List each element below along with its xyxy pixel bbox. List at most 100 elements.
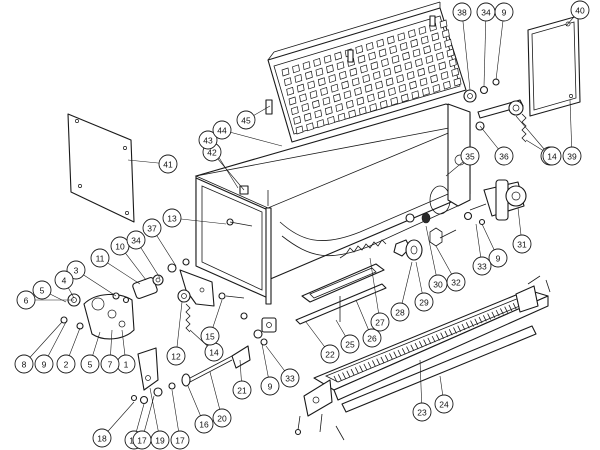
grille-hole — [415, 58, 423, 68]
comb-tooth — [504, 306, 509, 313]
callout-balloon: 33 — [472, 256, 492, 276]
comb-tooth — [461, 323, 466, 331]
callout-balloon: 16 — [194, 414, 214, 434]
callout-circle — [280, 368, 300, 388]
callout-balloon: 32 — [446, 272, 466, 292]
callout-circle — [512, 234, 532, 254]
grille-hole — [288, 96, 297, 106]
comb-tooth — [359, 365, 363, 372]
callout-number: 12 — [171, 352, 181, 362]
grille-hole — [323, 54, 332, 64]
grille-hole — [368, 51, 376, 61]
grille-hole — [448, 58, 457, 68]
callout-circle — [142, 218, 162, 238]
callout-balloon: 9 — [34, 354, 54, 374]
callout-number: 27 — [375, 318, 385, 328]
callout-number: 30 — [433, 280, 443, 290]
comb-tooth — [410, 344, 415, 351]
comb-tooth — [500, 308, 504, 315]
callout-circle — [92, 428, 112, 448]
grille-hole — [385, 77, 394, 87]
grille-hole — [411, 90, 420, 100]
grille-hole — [440, 71, 449, 80]
grille-hole — [348, 109, 357, 119]
callout-circle — [200, 326, 220, 346]
comb-tooth — [482, 315, 487, 322]
callout-circle — [194, 414, 214, 434]
callout-circle — [54, 270, 74, 290]
grille-hole — [412, 48, 421, 58]
callout-circle — [434, 394, 454, 414]
comb-tooth — [431, 335, 436, 343]
grille-hole — [446, 48, 455, 58]
callout-balloon: 17 — [170, 430, 190, 450]
comb-assembly — [294, 275, 551, 441]
grille-hole — [293, 115, 302, 125]
grille-hole — [362, 74, 371, 84]
callout-balloon: 14 — [204, 342, 224, 362]
grille-hole — [320, 86, 328, 96]
callout-number: 25 — [345, 340, 355, 350]
callout-balloon: 6 — [16, 290, 36, 310]
grille-hole — [420, 35, 429, 45]
grille-hole — [296, 83, 305, 93]
grille-hole — [436, 51, 444, 61]
callout-number: 14 — [547, 152, 557, 162]
callout-circle — [494, 146, 514, 166]
grille-hole — [338, 70, 347, 80]
grille-hole — [326, 64, 334, 74]
grille-perforations — [281, 19, 462, 135]
right-shaft-hardware — [463, 78, 527, 143]
grille-hole — [351, 77, 360, 87]
leader-line — [425, 225, 439, 285]
callout-circle — [362, 328, 382, 348]
callout-number: 1 — [124, 360, 129, 370]
comb-tooth — [465, 322, 470, 329]
callout-number: 36 — [499, 152, 509, 162]
grille-hole — [283, 77, 292, 87]
grille-hole — [441, 29, 450, 39]
callout-number: 37 — [147, 224, 157, 234]
callout-balloon: 13 — [162, 208, 182, 228]
callout-number: 23 — [417, 408, 427, 418]
leader-line — [495, 11, 505, 81]
grille-hole — [313, 57, 321, 67]
callout-number: 44 — [217, 126, 227, 136]
grille-hole — [336, 61, 345, 71]
grille-hole — [354, 87, 362, 96]
grille-hole — [383, 67, 392, 77]
callout-balloon: 17 — [132, 430, 152, 450]
callout-circle — [150, 430, 170, 450]
grille-hole — [317, 77, 326, 87]
callout-number: 15 — [205, 332, 215, 342]
comb-tooth — [376, 358, 381, 365]
grille-hole — [381, 58, 389, 67]
grille-hole — [322, 96, 331, 106]
leader-line — [221, 129, 283, 147]
grille-hole — [302, 61, 311, 71]
grille-hole — [396, 74, 405, 84]
grille-hole — [316, 119, 325, 129]
grille-hole — [397, 32, 406, 42]
grille-hole — [423, 45, 431, 55]
callout-balloon: 25 — [340, 334, 360, 354]
grille-hole — [444, 38, 453, 48]
comb-tooth — [418, 341, 423, 348]
grille-hole — [391, 54, 400, 64]
grille-hole — [375, 80, 383, 90]
callout-number: 32 — [451, 278, 461, 288]
callout-number: 33 — [285, 374, 295, 384]
comb-tooth — [384, 355, 389, 362]
callout-circle — [126, 230, 146, 250]
callout-circle — [236, 110, 256, 130]
callout-circle — [476, 2, 496, 22]
callout-balloon: 40 — [570, 0, 590, 20]
callout-circle — [542, 146, 562, 166]
grille-hole — [307, 80, 316, 90]
callout-number: 11 — [96, 254, 105, 264]
callout-circle — [166, 346, 186, 366]
grille-hole — [433, 42, 442, 51]
callout-balloon: 7 — [100, 354, 120, 374]
comb-tooth — [363, 363, 368, 371]
callout-circle — [260, 376, 280, 396]
